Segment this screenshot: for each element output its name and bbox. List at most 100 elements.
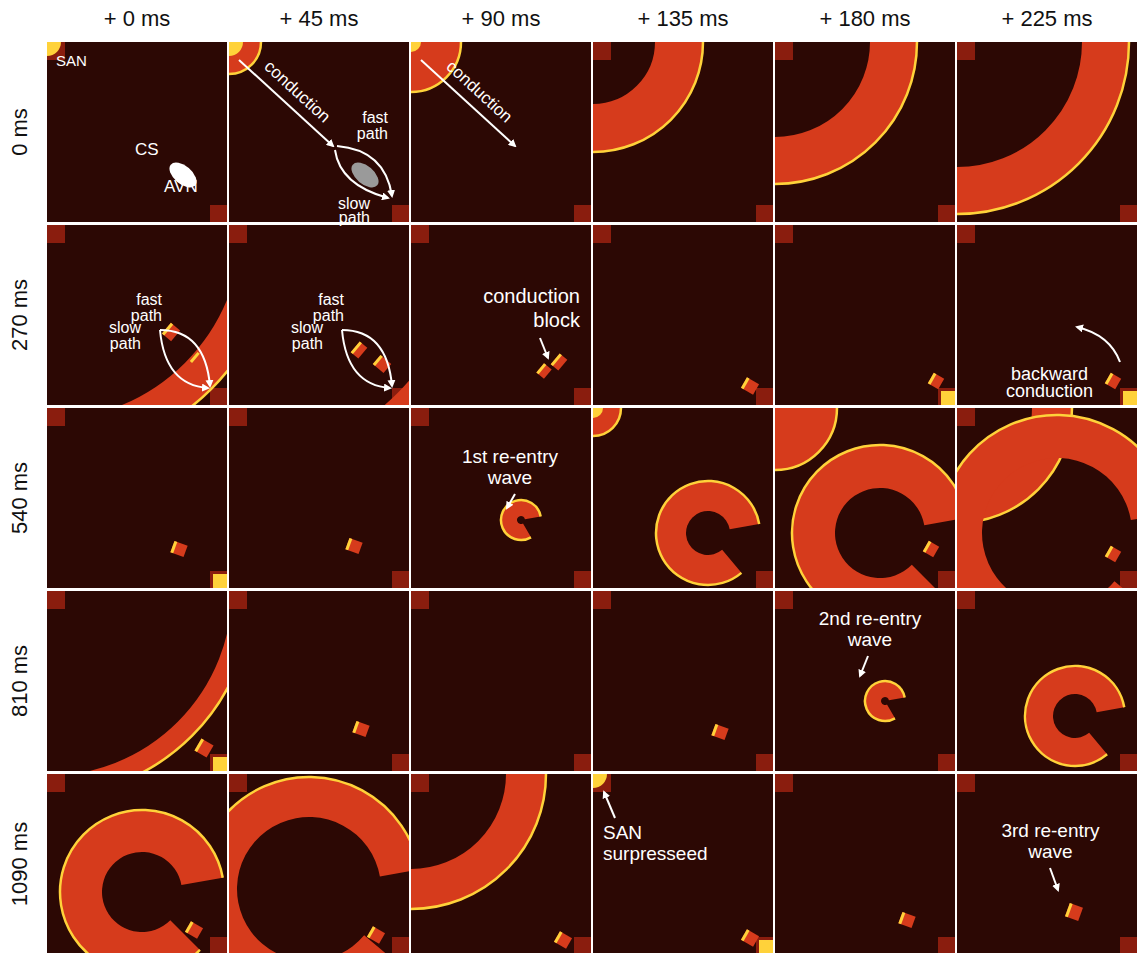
annotation-arrow	[1050, 868, 1058, 890]
tissue-ground	[593, 408, 773, 588]
column-header: + 180 ms	[775, 6, 955, 32]
avn-region	[938, 571, 955, 588]
wave-shape	[711, 724, 728, 740]
column-header: + 0 ms	[47, 6, 227, 32]
annotation-text: 1st re-entry wave	[440, 446, 580, 488]
san-region	[957, 408, 975, 426]
tissue-ground	[775, 225, 955, 405]
annotation-arrow	[540, 338, 548, 358]
san-region	[593, 591, 611, 609]
avn-region	[756, 937, 773, 953]
avn-region	[756, 754, 773, 771]
san-region	[411, 774, 429, 792]
avn-region	[574, 571, 591, 588]
wave-shape	[741, 377, 750, 389]
annotation-arrow	[342, 330, 392, 386]
annotation-arrow	[160, 330, 208, 388]
wave-shape	[1105, 546, 1121, 562]
san-region	[957, 591, 975, 609]
san-region	[775, 42, 793, 60]
annotation-text: 3rd re-entry wave	[978, 820, 1123, 862]
annotation-text: backward conduction	[972, 366, 1127, 400]
wave-shape	[1065, 903, 1073, 917]
wave-shape	[554, 931, 572, 948]
tissue-ground	[593, 774, 773, 953]
simulation-panel	[47, 774, 227, 953]
wave-shape	[741, 929, 759, 946]
simulation-panel	[229, 591, 409, 771]
wave-shape	[928, 373, 937, 385]
wave-shape	[0, 12, 261, 439]
avn-region	[392, 937, 409, 953]
san-region	[229, 774, 247, 792]
wave-shape	[1025, 666, 1124, 766]
avn-region	[1120, 937, 1137, 953]
san-region	[229, 408, 247, 426]
region-label: CS	[135, 140, 175, 160]
tissue-ground	[957, 591, 1137, 771]
wave-shape	[1105, 373, 1114, 385]
wave-shape	[352, 721, 359, 733]
tissue-ground	[957, 774, 1137, 953]
tissue-ground	[957, 225, 1137, 405]
region-label: SAN	[56, 52, 106, 70]
row-header: 270 ms	[7, 225, 33, 405]
san-region	[775, 774, 793, 792]
tissue-ground	[775, 774, 955, 953]
wave-shape	[923, 541, 932, 553]
wave-shape	[656, 481, 759, 585]
annotation-arrow	[604, 792, 615, 818]
san-region	[229, 225, 247, 243]
avn-region	[574, 388, 591, 405]
wave-shape	[551, 353, 562, 366]
san-region	[775, 225, 793, 243]
wave-shape	[711, 724, 718, 736]
wave-shape	[276, 639, 546, 909]
tissue-ground	[229, 225, 409, 405]
tissue-ground	[229, 42, 409, 222]
san-region	[775, 591, 793, 609]
simulation-panel	[775, 774, 955, 953]
san-region	[411, 408, 429, 426]
avn-region	[210, 388, 227, 405]
column-header: + 135 ms	[593, 6, 773, 32]
wave-shape	[865, 681, 905, 721]
annotation-text: SAN surpresseed	[603, 822, 733, 864]
wave-shape	[351, 341, 368, 358]
simulation-panel	[957, 774, 1137, 953]
column-header: + 45 ms	[229, 6, 409, 32]
annotation-text: 2nd re-entry wave	[800, 608, 940, 650]
row-header: 810 ms	[7, 591, 33, 771]
simulation-panel	[579, 760, 773, 953]
tissue-ground	[47, 408, 227, 588]
simulation-panel	[197, 10, 409, 222]
tissue-ground	[411, 225, 591, 405]
avn-region	[574, 937, 591, 953]
avn-region	[210, 571, 227, 588]
annotation-text: slow path	[318, 197, 370, 225]
simulation-panel	[411, 408, 591, 588]
avn-region	[756, 571, 773, 588]
avn-active	[1123, 391, 1137, 405]
avn-region	[210, 205, 227, 222]
simulation-panel	[197, 774, 419, 953]
annotation-arrow	[1077, 327, 1120, 362]
avn-region	[574, 205, 591, 222]
simulation-panel	[713, 346, 967, 621]
wave-shape	[170, 541, 187, 557]
row-header: 540 ms	[7, 408, 33, 588]
wave-shape	[551, 353, 568, 370]
simulation-panel	[957, 225, 1137, 405]
row-header: 0 ms	[7, 42, 33, 222]
simulation-panel	[593, 591, 773, 771]
wave-shape	[923, 541, 939, 557]
region-label: AVN	[164, 177, 214, 197]
avn-region	[1120, 205, 1137, 222]
avn-active	[213, 757, 227, 771]
avn-region	[938, 205, 955, 222]
san-region	[593, 42, 611, 60]
wave-shape	[373, 355, 383, 366]
tissue-ground	[593, 591, 773, 771]
simulation-panel	[775, 591, 955, 771]
